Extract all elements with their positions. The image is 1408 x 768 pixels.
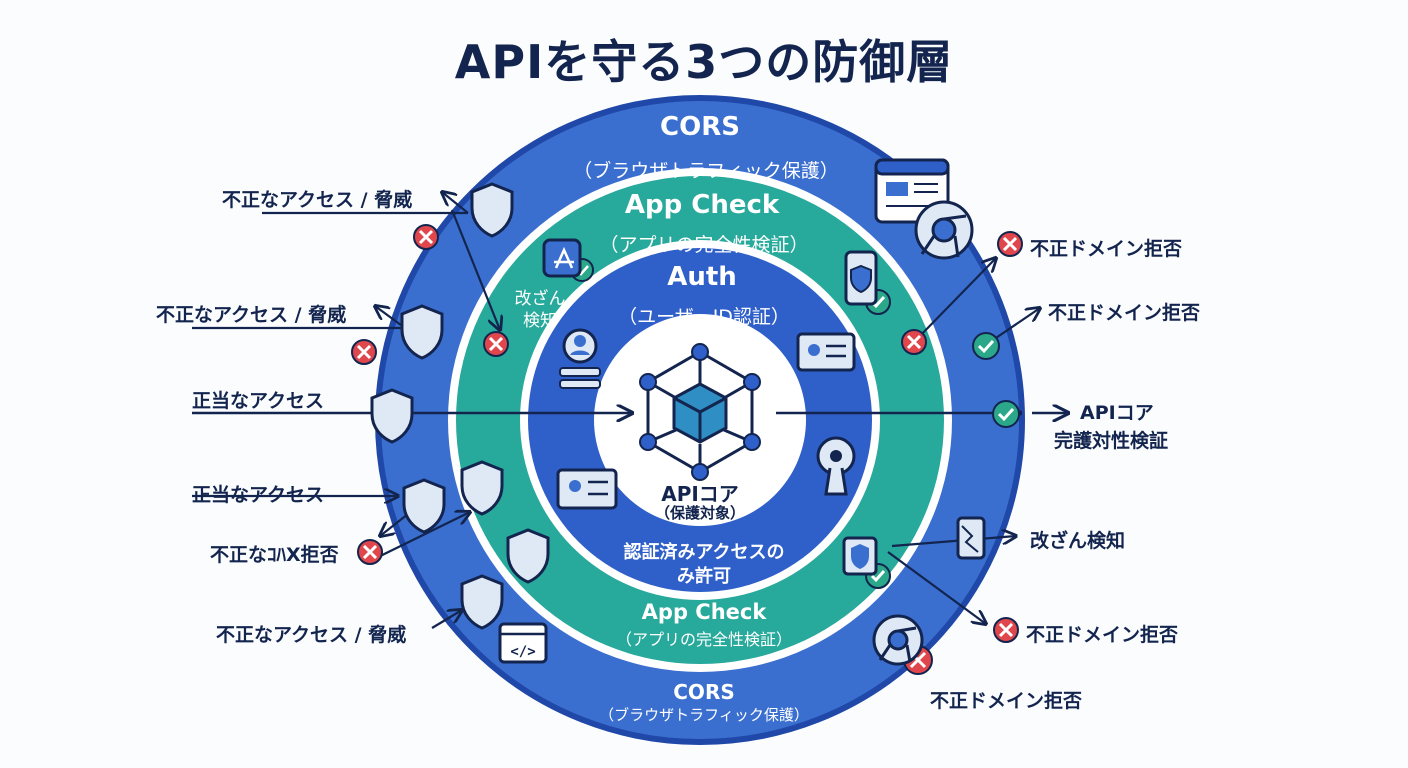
tamper-label-line1: 改ざん [514,289,566,309]
right-label-tamper: 改ざん検知 [1030,530,1126,552]
reject-icon [993,617,1019,643]
shield-icon [460,574,504,630]
tamper-label-line2: 検知 [523,311,557,331]
appcheck-bottom-title: App Check [641,600,767,624]
app-store-icon [542,238,582,278]
reject-icon [483,331,509,357]
left-label-threat-2: 不正なアクセス / 脅威 [156,304,347,326]
right-label-integrity: 完護対性検証 [1054,430,1169,452]
password-field-icon [559,367,601,389]
right-label-domain-reject-4: 不正ドメイン拒否 [930,690,1083,712]
core-subtitle: （保護対象） [654,504,746,522]
shield-icon [470,182,514,238]
appcheck-top-subtitle: （アプリの完全性検証） [599,234,809,256]
reject-icon [351,339,377,365]
right-label-domain-reject-1: 不正ドメイン拒否 [1030,238,1183,260]
appcheck-bottom-subtitle: （アプリの完全性検証） [615,630,793,649]
right-connectors [887,258,1040,624]
left-label-reject: 不正なｺﾊX拒否 [210,544,339,566]
cors-top-title: CORS [660,112,740,142]
auth-note-line2: み許可 [677,566,731,587]
appcheck-top-title: App Check [624,190,780,220]
shield-icon [402,478,446,534]
check-icon [865,563,891,589]
check-icon [972,332,1000,360]
chrome-browser-icon [872,614,924,666]
auth-title: Auth [667,262,737,292]
chrome-browser-icon [914,200,974,260]
right-label-domain-reject-3: 不正ドメイン拒否 [1026,624,1179,646]
user-icon [562,328,598,364]
reject-icon [997,231,1023,257]
code-window-icon: </> [498,622,548,664]
check-icon [992,400,1020,428]
network-node-icons [639,343,761,481]
right-label-domain-reject-2: 不正ドメイン拒否 [1048,302,1201,324]
shield-icon [400,304,444,360]
cors-bottom-subtitle: （ブラウザトラフィック保護） [599,706,809,724]
right-label-api-core: APIコア [1080,402,1154,424]
shield-icon [370,388,414,444]
cors-bottom-title: CORS [673,680,735,704]
cors-top-subtitle: （ブラウザトラフィック保護） [573,160,839,182]
left-label-threat-3: 不正なアクセス / 脅威 [216,624,407,646]
core-title: APIコア [661,482,739,506]
id-card-icon [796,332,856,372]
auth-note-line1: 認証済みアクセスの [623,542,785,563]
svg-text:</>: </> [510,644,535,660]
auth-subtitle: （ユーザーID認証） [618,306,790,328]
verified-shield-icon [842,536,878,576]
shield-icon [506,528,550,584]
left-label-legit-2: 正当なアクセス [192,484,325,506]
left-connectors [192,192,500,629]
page-title: APIを守る3つの防御層 [454,35,954,89]
phone-shield-icon [844,250,878,306]
reject-icon [901,329,927,355]
shield-icon [460,460,504,516]
shield-icons [370,182,550,630]
reject-icon [413,224,439,250]
left-label-legit-1: 正当なアクセス [192,390,325,412]
keyhole-icon [816,436,856,496]
left-label-threat-1: 不正なアクセス / 脅威 [222,189,413,211]
id-card-icon [556,468,618,510]
reject-icon [357,539,383,565]
tampered-device-icon [956,516,986,560]
reject-icons [351,224,1023,675]
